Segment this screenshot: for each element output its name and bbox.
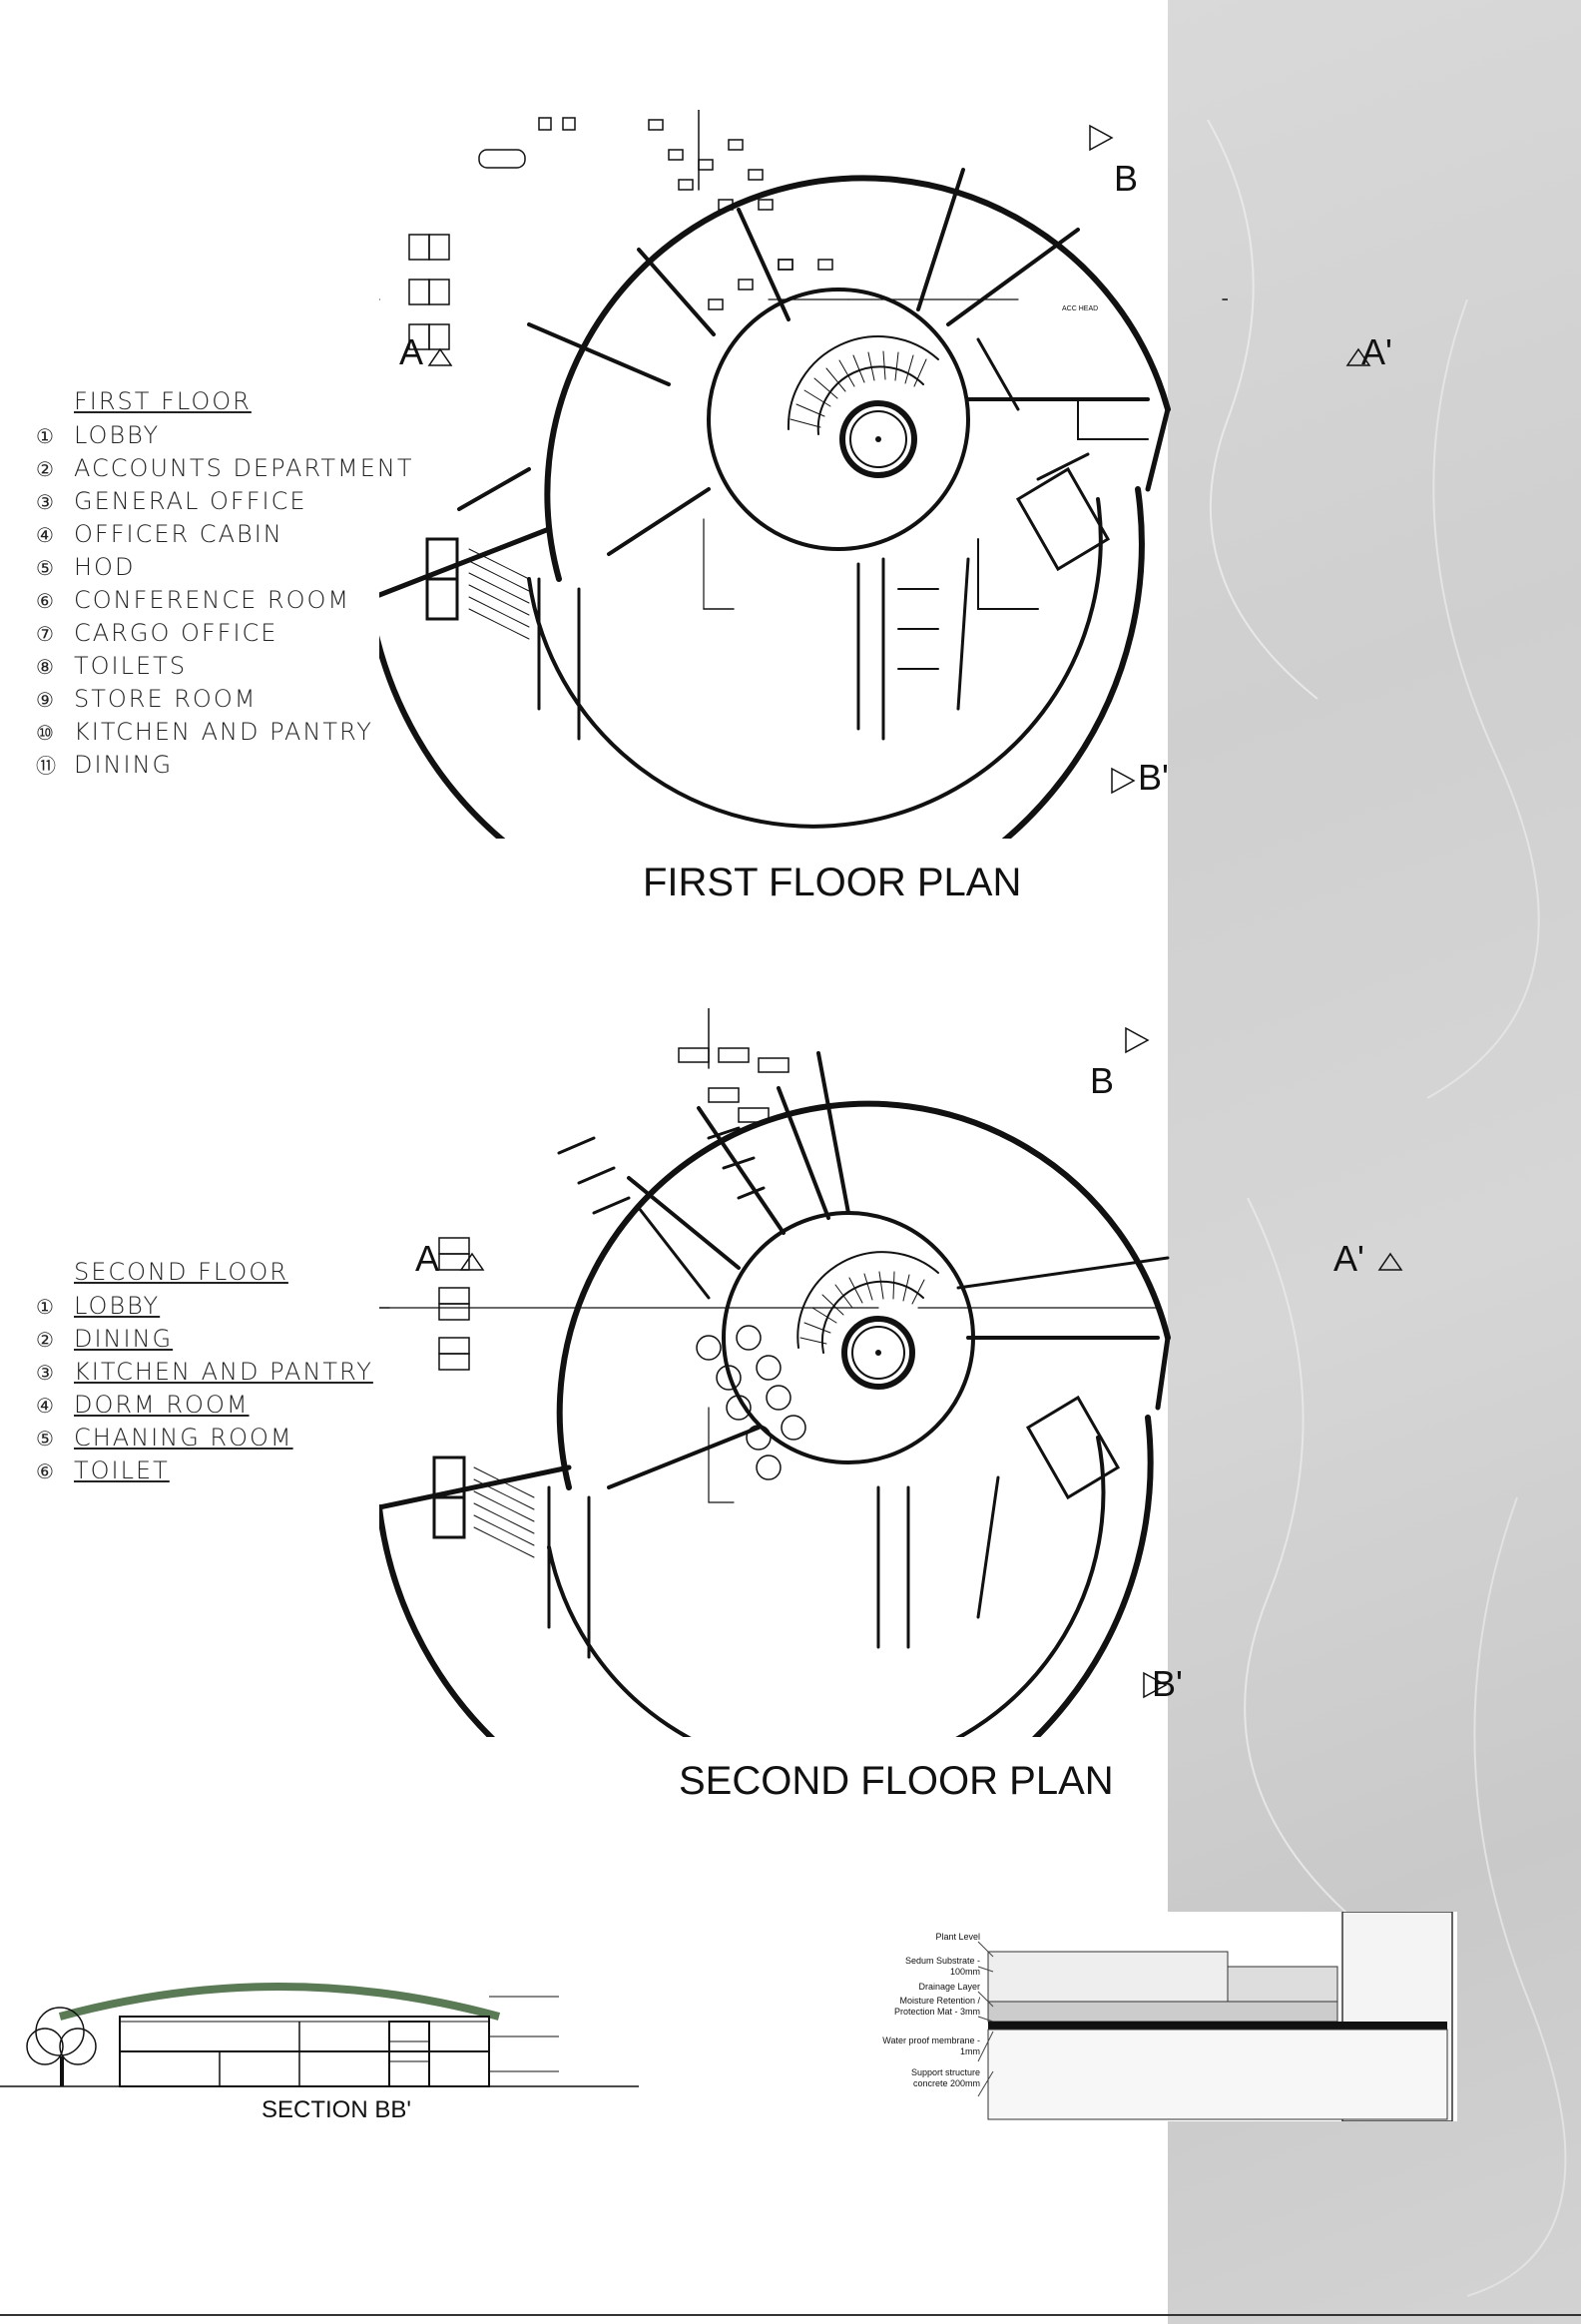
roof-label: Moisture Retention / Protection Mat - 3m… [893, 1996, 980, 2017]
roof-label: Sedum Substrate - 100mm [904, 1956, 980, 1977]
outer-wall [556, 1100, 1171, 1490]
section-arrow-icon [1345, 347, 1371, 366]
section-mark-b: B [1114, 158, 1139, 199]
section-mark-b-prime: B' [1152, 1663, 1183, 1704]
marble-veins [1207, 119, 1567, 2297]
second-floor-plan [379, 1008, 1171, 1737]
first-floor-plan [379, 110, 1228, 839]
bottom-rule [0, 2314, 1581, 2316]
roof-label: Plant Level [935, 1932, 980, 1942]
roof-label: Water proof membrane - 1mm [882, 2035, 980, 2056]
section-mark-a-prime: A' [1333, 1238, 1364, 1279]
outer-wall [544, 175, 1171, 582]
section-mark-a: A [415, 1238, 440, 1279]
section-bb-drawing [0, 1983, 639, 2087]
central-void [839, 400, 917, 478]
section-mark-b: B [1090, 1060, 1115, 1101]
section-arrow-icon [1089, 124, 1114, 152]
second-floor-plan-title: SECOND FLOOR PLAN [679, 1759, 1114, 1803]
tree-icon [26, 2007, 97, 2086]
section-arrow-icon [459, 1252, 485, 1271]
section-arrow-icon [1143, 1671, 1168, 1699]
roof-label: Support structure concrete 200mm [910, 2067, 980, 2088]
inner-ring-wall [707, 288, 970, 551]
section-arrow-icon [1111, 767, 1136, 795]
section-arrow-icon [1377, 1252, 1403, 1271]
spiral-outer-wall [379, 486, 1145, 839]
roof-label: Drainage Layer [918, 1982, 980, 1992]
first-floor-plan-title: FIRST FLOOR PLAN [643, 861, 1022, 904]
spiral-outer-wall [379, 1415, 1154, 1737]
green-roof [58, 1983, 501, 2021]
room-tag: ACC HEAD [1062, 305, 1099, 312]
legend-title: FIRST FLOOR [74, 387, 252, 415]
section-mark-b-prime: B' [1138, 757, 1169, 798]
section-arrow-icon [427, 347, 453, 366]
roof-detail-drawing [977, 1912, 1453, 2121]
roof-detail: Plant Level Sedum Substrate - 100mm Drai… [878, 1912, 1457, 2121]
section-title: SECTION BB' [262, 2096, 411, 2123]
legend-title: SECOND FLOOR [74, 1258, 288, 1286]
section-mark-a: A [399, 331, 424, 372]
section-arrow-icon [1125, 1026, 1150, 1054]
central-void [841, 1316, 915, 1390]
